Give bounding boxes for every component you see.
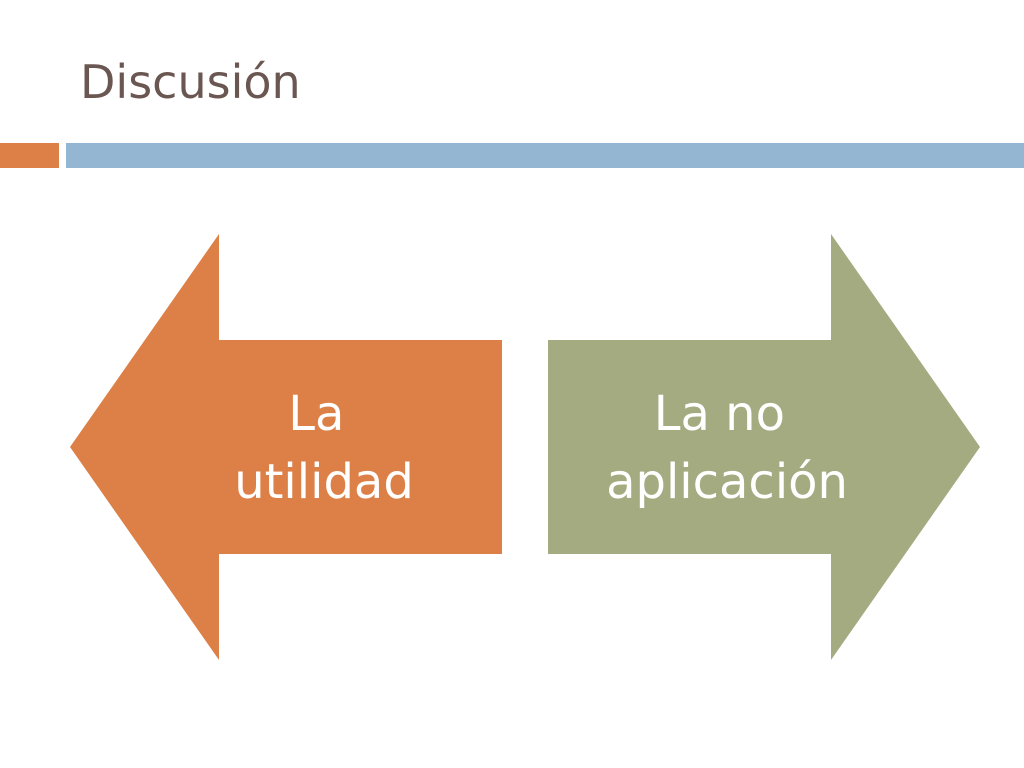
right-arrow-label-line-1: La no [654,386,785,442]
left-arrow-label-line-1: La [288,386,344,442]
left-arrow: La utilidad [70,234,502,660]
left-arrow-label-line-2: utilidad [234,454,414,510]
accent-bar-blue [66,143,1024,168]
slide-title: Discusión [80,55,301,109]
right-arrow: La no aplicación [548,234,980,660]
accent-bar-orange [0,143,59,168]
right-arrow-label-line-2: aplicación [606,454,848,510]
right-arrow-shape [548,234,980,660]
right-arrow-label: La no aplicación [606,386,848,510]
left-arrow-label: La utilidad [234,386,414,510]
left-arrow-shape [70,234,502,660]
